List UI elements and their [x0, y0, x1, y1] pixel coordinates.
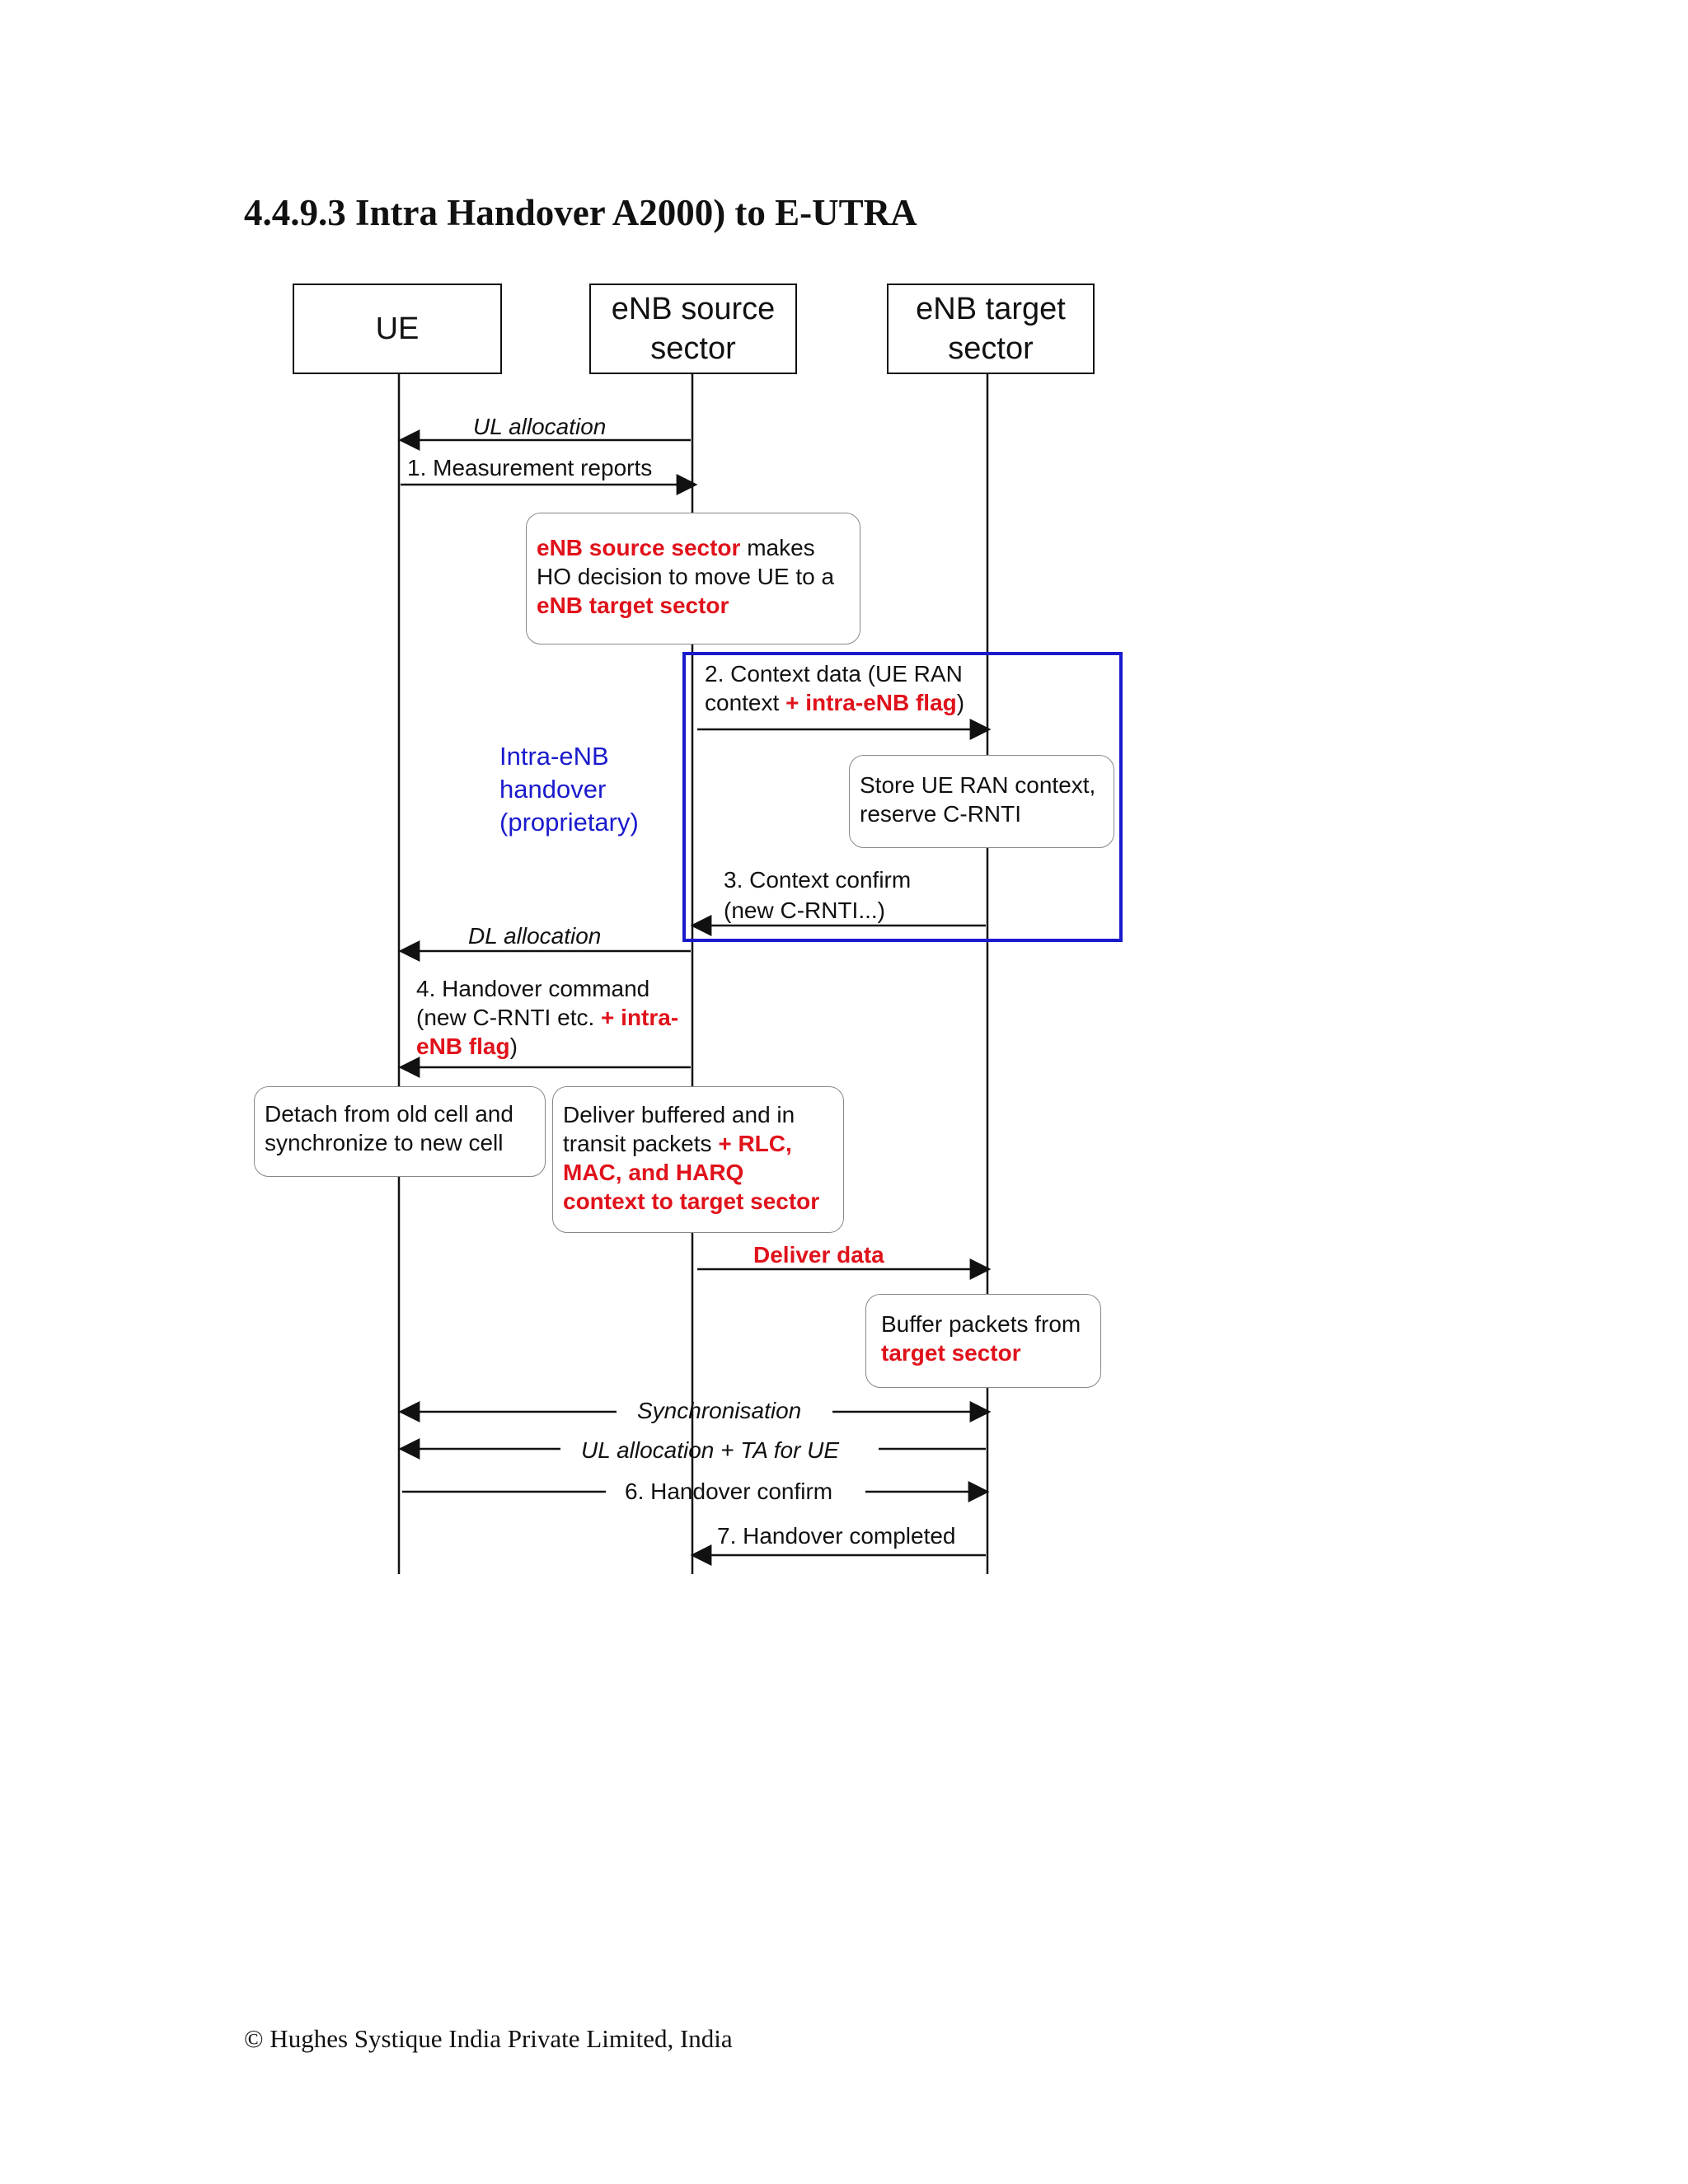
label-handover-command-flag2: eNB flag	[416, 1033, 510, 1059]
label-context-data-text: context	[705, 690, 786, 715]
entity-source-line1: eNB source	[611, 292, 776, 326]
label-handover-completed: 7. Handover completed	[717, 1523, 956, 1549]
note-buffer-line1: Buffer packets from	[881, 1311, 1081, 1337]
note-detach-line2: synchronize to new cell	[265, 1130, 504, 1155]
intra-enb-label-line3: (proprietary)	[499, 808, 639, 837]
note-detach-line1: Detach from old cell and	[265, 1101, 513, 1127]
label-context-confirm-line2: (new C-RNTI...)	[724, 898, 885, 923]
label-handover-command-line1: 4. Handover command	[416, 976, 650, 1001]
intra-enb-label-line2: handover	[499, 775, 607, 804]
label-handover-confirm: 6. Handover confirm	[625, 1479, 833, 1504]
note-deliver-line1: Deliver buffered and in	[563, 1102, 795, 1127]
entity-enb-target: eNB target sector	[887, 284, 1095, 374]
entity-ue: UE	[293, 284, 502, 374]
note-ho-decision-target: eNB target sector	[537, 593, 729, 618]
label-context-confirm-line1: 3. Context confirm	[724, 867, 912, 893]
note-store-context: Store UE RAN context, reserve C-RNTI	[849, 755, 1114, 848]
entity-enb-source: eNB source sector	[589, 284, 797, 374]
note-deliver-buffered: Deliver buffered and in transit packets …	[552, 1086, 844, 1233]
label-handover-command-text: (new C-RNTI etc.	[416, 1005, 602, 1030]
label-handover-command-close: )	[509, 1033, 518, 1059]
entity-source-line2: sector	[650, 331, 736, 366]
label-handover-command-line2: (new C-RNTI etc. + intra-	[416, 1003, 678, 1032]
page-title: 4.4.9.3 Intra Handover A2000) to E-UTRA	[244, 192, 917, 233]
entity-target-line1: eNB target	[916, 292, 1066, 326]
note-deliver-line3: MAC, and HARQ	[563, 1160, 744, 1185]
label-measurement-reports: 1. Measurement reports	[407, 455, 653, 480]
intra-enb-group-box	[682, 652, 1123, 942]
label-ul-allocation: UL allocation	[473, 414, 607, 439]
label-deliver-data: Deliver data	[753, 1242, 884, 1268]
label-context-data-line2: context + intra-eNB flag)	[705, 688, 964, 717]
note-deliver-line2-text: transit packets	[563, 1131, 719, 1156]
note-ho-decision-makes: makes	[740, 535, 815, 560]
entity-target-line2: sector	[948, 331, 1034, 366]
label-context-data-line1: 2. Context data (UE RAN	[705, 661, 963, 687]
label-dl-allocation: DL allocation	[468, 923, 602, 949]
label-context-data-close: )	[956, 690, 965, 715]
label-context-data-flag: + intra-eNB flag	[785, 690, 957, 715]
label-ul-allocation-ta: UL allocation + TA for UE	[581, 1437, 840, 1463]
entity-ue-label: UE	[375, 312, 420, 346]
note-detach: Detach from old cell and synchronize to …	[254, 1086, 546, 1177]
note-deliver-line4: context to target sector	[563, 1188, 820, 1214]
note-ho-decision-source: eNB source sector	[537, 535, 741, 560]
page-footer: © Hughes Systique India Private Limited,…	[244, 2024, 733, 2053]
intra-enb-label: Intra-eNB handover (proprietary)	[499, 740, 639, 839]
label-handover-command-line3: eNB flag)	[416, 1032, 518, 1061]
note-buffer-packets: Buffer packets from target sector	[865, 1294, 1101, 1388]
note-ho-decision: eNB source sector makes HO decision to m…	[526, 513, 860, 644]
label-handover-command-flag1: + intra-	[601, 1005, 679, 1030]
note-store-line1: Store UE RAN context,	[860, 772, 1096, 798]
note-ho-decision-line2: HO decision to move UE to a	[537, 564, 835, 589]
note-buffer-line2: target sector	[881, 1340, 1021, 1366]
intra-enb-label-line1: Intra-eNB	[499, 742, 609, 771]
label-synchronisation: Synchronisation	[637, 1398, 802, 1423]
note-store-line2: reserve C-RNTI	[860, 801, 1022, 827]
note-deliver-line2-rlc: + RLC,	[718, 1131, 792, 1156]
